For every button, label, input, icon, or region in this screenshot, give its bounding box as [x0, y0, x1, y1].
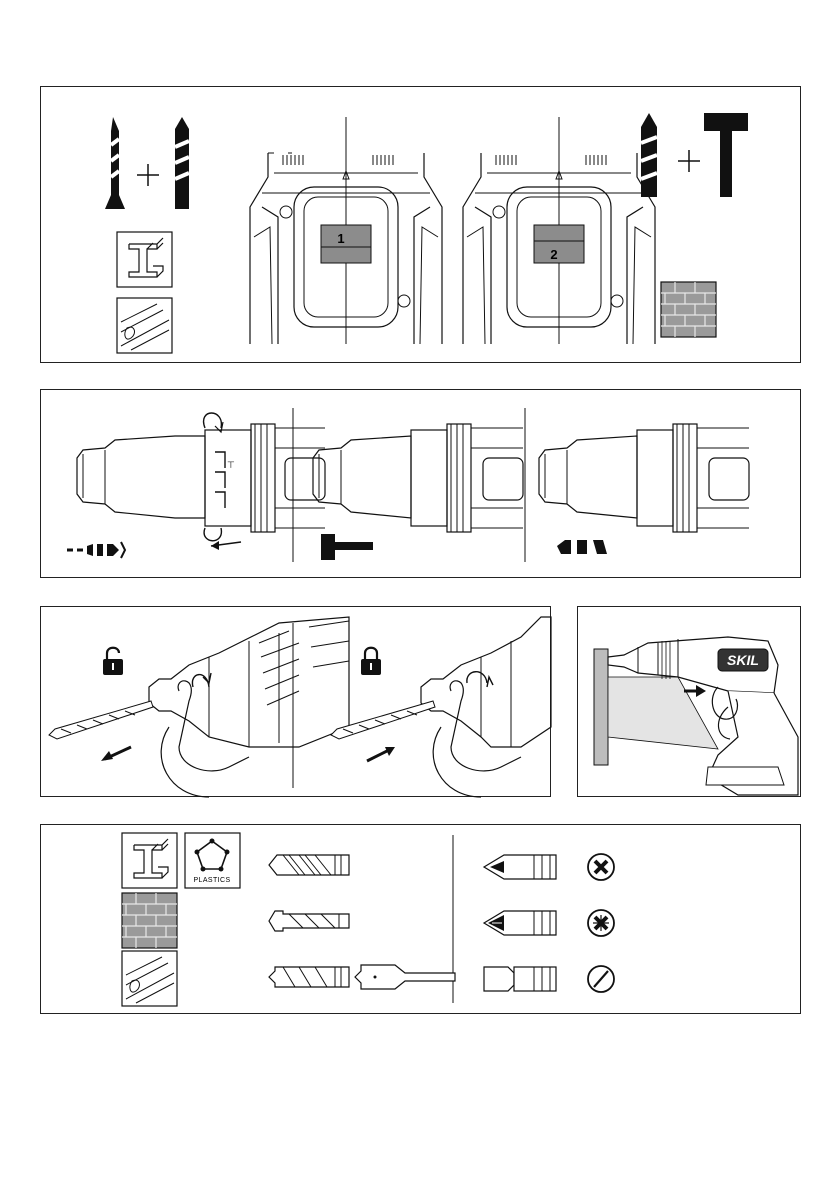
drill-chuck-closed [421, 617, 551, 797]
wall-surface [594, 649, 608, 765]
brick-icon [122, 893, 177, 948]
spade-bit-icon [355, 965, 455, 989]
phillips-screw-head-icon [588, 854, 614, 880]
plastics-icon: PLASTICS [185, 833, 240, 888]
drill-top-view-speed-1 [250, 117, 442, 344]
brick-icon [661, 282, 716, 337]
speed-label-2: 2 [550, 247, 557, 262]
screwdriver-bit-icon [175, 117, 189, 209]
drill-top-view-speed-2 [463, 117, 655, 344]
unlocked-padlock-icon [103, 648, 123, 675]
drill-chuck-open [149, 617, 349, 797]
hammer-mode-icon [321, 534, 373, 560]
metal-beam-icon [117, 232, 172, 287]
speed-label-1: 1 [337, 231, 344, 246]
masonry-drill-bit-icon [269, 911, 349, 931]
slotted-bit-icon [484, 967, 556, 991]
metal-drill-bit-icon [269, 855, 349, 875]
drill-side-view-drill-mode [539, 424, 749, 532]
drill-side-view-screw-mode: ⊤ [77, 413, 325, 541]
arrow-out-icon [101, 747, 131, 761]
drill-side-view-hammer-mode [313, 424, 523, 532]
drill-bit-inserted [331, 701, 435, 739]
drill-mode-icon [557, 540, 607, 554]
phillips-bit-icon [484, 855, 556, 879]
gear-selector-panel: 1 2 [40, 86, 801, 363]
brand-logo: SKIL [727, 652, 759, 668]
work-light-panel: SKIL [577, 606, 801, 797]
pozidriv-bit-icon [484, 911, 556, 935]
drill-bit-icon [641, 113, 657, 197]
bits-selection-panel: PLASTICS [40, 824, 801, 1014]
plus-icon [678, 150, 700, 172]
arrow-in-icon [367, 747, 395, 761]
pozidriv-screw-head-icon [588, 910, 614, 936]
mode-selection-panel: ⊤ [40, 389, 801, 578]
light-beam [608, 677, 718, 749]
hammer-icon [704, 113, 748, 197]
drill-bit-released [49, 701, 153, 739]
wood-icon [117, 298, 172, 353]
chuck-operation-panel [40, 606, 551, 797]
screw-mode-icon [67, 542, 125, 558]
plastics-label: PLASTICS [193, 877, 230, 884]
drill-bit-icon [105, 117, 125, 209]
slotted-screw-head-icon [588, 966, 614, 992]
metal-beam-icon [122, 833, 177, 888]
wood-drill-bit-icon [269, 967, 349, 987]
plus-icon [137, 164, 159, 186]
locked-padlock-icon [361, 648, 381, 675]
svg-text:⊤: ⊤ [227, 461, 235, 471]
arrow-left-icon [211, 541, 241, 550]
wood-icon [122, 951, 177, 1006]
